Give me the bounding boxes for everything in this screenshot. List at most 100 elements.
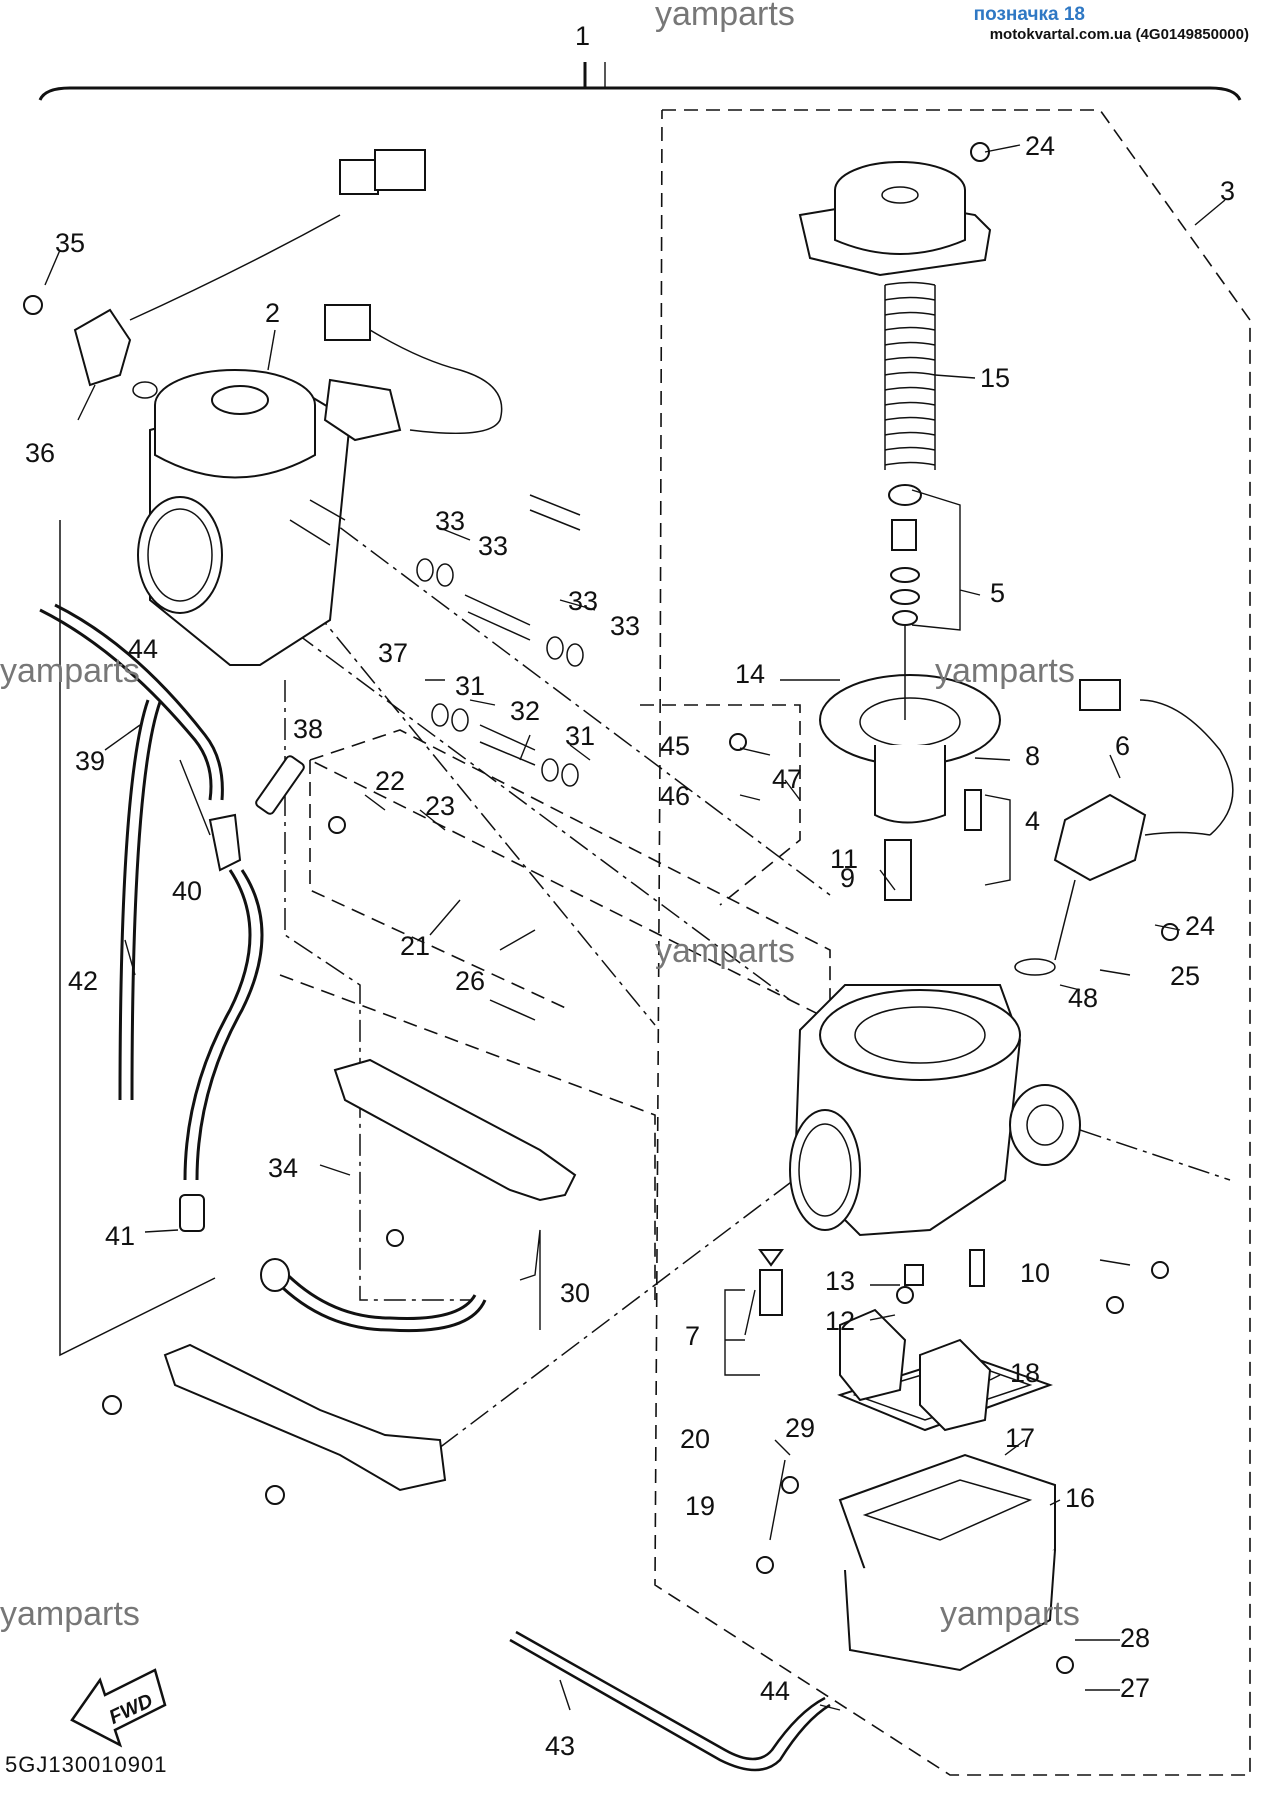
callout-31a: 31: [455, 671, 485, 701]
callout-36: 36: [25, 438, 55, 468]
dashdot-carbs-1: [309, 504, 831, 896]
diagram-code: 5GJ130010901: [5, 1752, 167, 1777]
dash-center: [279, 974, 656, 1300]
callout-34: 34: [268, 1153, 298, 1183]
callout-7: 7: [685, 1321, 700, 1351]
bracket-plate: [333, 1058, 577, 1202]
diaphragm-14: [819, 620, 1001, 824]
callout-28: 28: [1120, 1623, 1150, 1653]
callout-21: 21: [400, 931, 430, 961]
hose-42: [118, 699, 162, 1101]
hose-tee-40: [179, 813, 264, 1232]
assembly-bracket: [38, 86, 1242, 101]
watermark-left: yamparts: [0, 652, 140, 690]
small-parts: [416, 494, 1056, 1316]
carburetor-left: [137, 369, 402, 666]
callout-46: 46: [660, 781, 690, 811]
watermark-bottom-left: yamparts: [0, 1595, 140, 1633]
carburetor-right: [789, 984, 1081, 1237]
link-plate: [163, 1343, 447, 1492]
dash-box-inner: [309, 729, 831, 1022]
callout-27: 27: [1120, 1673, 1150, 1703]
dashdot-carbs-3: [409, 1129, 861, 1471]
sensor-6: [1053, 679, 1234, 961]
callout-19: 19: [685, 1491, 715, 1521]
callout-33b: 33: [478, 531, 508, 561]
watermark-bottom-right: yamparts: [940, 1595, 1080, 1633]
callout-30: 30: [560, 1278, 590, 1308]
dashdot-left-1: [284, 680, 470, 1301]
callout-41: 41: [105, 1221, 135, 1251]
sensor-36: [73, 149, 426, 399]
callouts: 1 2 3 4 5 6 7 8 9 10 11 12 13 14 15 16 1…: [25, 21, 1235, 1761]
callout-6: 6: [1115, 731, 1130, 761]
float-bowl: [838, 1453, 1056, 1672]
callout-10: 10: [1020, 1258, 1050, 1288]
floats-18: [839, 1308, 992, 1432]
needle-parts-5: [888, 484, 922, 626]
callout-35: 35: [55, 228, 85, 258]
dashdot-carbs-2: [264, 609, 791, 1001]
callout-14: 14: [735, 659, 765, 689]
throttle-cable-30: [260, 1258, 487, 1333]
callout-47: 47: [772, 764, 802, 794]
fwd-arrow-icon: FWD: [70, 1668, 167, 1748]
callout-32: 32: [510, 696, 540, 726]
leader-lines: [44, 62, 1226, 1711]
dash-box-tee: [640, 704, 801, 906]
spring-15: [884, 281, 936, 470]
callout-24b: 24: [1185, 911, 1215, 941]
header-link[interactable]: позначка 18: [973, 4, 1085, 25]
header-source: motokvartal.com.ua (4G0149850000): [989, 26, 1249, 43]
carb-left-frame: [59, 520, 216, 1357]
watermark-right: yamparts: [935, 652, 1075, 690]
callout-40: 40: [172, 876, 202, 906]
screws: [23, 142, 1179, 1674]
callout-12: 12: [825, 1306, 855, 1336]
callout-17: 17: [1005, 1423, 1035, 1453]
watermark-top: yamparts: [655, 0, 795, 33]
watermarks: yamparts yamparts yamparts yamparts yamp…: [0, 0, 1080, 1633]
callout-23: 23: [425, 791, 455, 821]
tube-38: [255, 755, 305, 815]
callout-13: 13: [825, 1266, 855, 1296]
callout-22: 22: [375, 766, 405, 796]
callout-16: 16: [1065, 1483, 1095, 1513]
rod-43: [509, 1630, 831, 1772]
top-cover: [798, 161, 992, 277]
callout-33d: 33: [610, 611, 640, 641]
callout-2: 2: [265, 298, 280, 328]
callout-33a: 33: [435, 506, 465, 536]
callout-20: 20: [680, 1424, 710, 1454]
callout-42: 42: [68, 966, 98, 996]
dash-box-inner-2: [309, 760, 571, 1011]
hose-39: [39, 603, 224, 801]
callout-31b: 31: [565, 721, 595, 751]
callout-8: 8: [1025, 741, 1040, 771]
callout-1: 1: [575, 21, 590, 51]
callout-26: 26: [455, 966, 485, 996]
watermark-center: yamparts: [655, 932, 795, 970]
group-3-outline: [654, 109, 1251, 1776]
callout-33c: 33: [568, 586, 598, 616]
connector-top: [324, 304, 503, 435]
callout-5: 5: [990, 578, 1005, 608]
callout-11: 11: [830, 844, 858, 874]
callout-45: 45: [660, 731, 690, 761]
callout-48: 48: [1068, 983, 1098, 1013]
callout-44a: 44: [128, 634, 158, 664]
callout-25: 25: [1170, 961, 1200, 991]
callout-18: 18: [1010, 1358, 1040, 1388]
callout-38: 38: [293, 714, 323, 744]
callout-43: 43: [545, 1731, 575, 1761]
callout-29: 29: [785, 1413, 815, 1443]
callout-24a: 24: [1025, 131, 1055, 161]
callout-44b: 44: [760, 1676, 790, 1706]
callout-9: 9: [840, 863, 855, 893]
callout-4: 4: [1025, 806, 1040, 836]
callout-3: 3: [1220, 176, 1235, 206]
callout-15: 15: [980, 363, 1010, 393]
callout-37: 37: [378, 638, 408, 668]
callout-39: 39: [75, 746, 105, 776]
